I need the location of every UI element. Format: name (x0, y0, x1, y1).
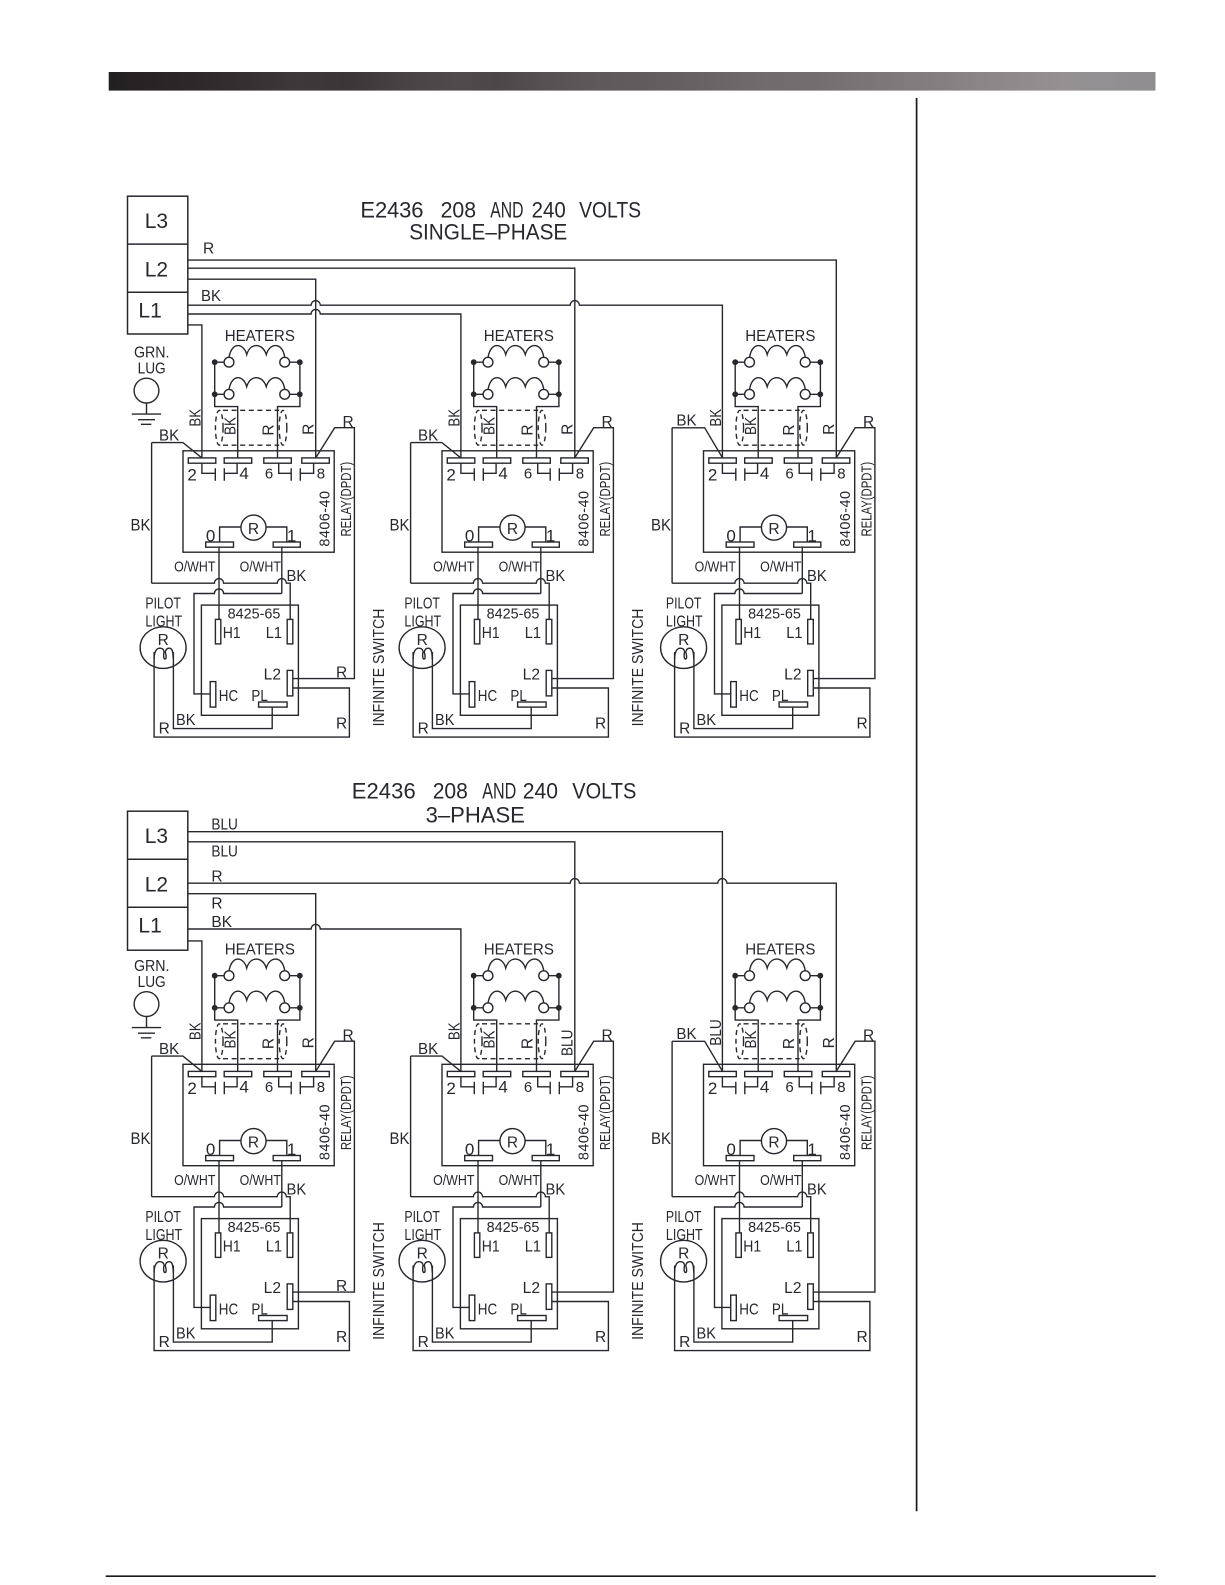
svg-text:BLU: BLU (211, 844, 238, 861)
svg-text:R: R (821, 1037, 838, 1048)
svg-text:VOLTS: VOLTS (572, 779, 636, 804)
svg-text:SINGLE–PHASE: SINGLE–PHASE (409, 220, 567, 245)
svg-text:BK: BK (446, 408, 463, 426)
svg-text:AND: AND (482, 779, 516, 804)
svg-text:E2436: E2436 (360, 197, 423, 222)
svg-text:R: R (211, 895, 222, 912)
svg-text:R: R (559, 424, 576, 435)
svg-text:L2: L2 (145, 258, 168, 281)
svg-text:L3: L3 (145, 210, 168, 233)
svg-text:208: 208 (433, 779, 468, 804)
svg-text:BK: BK (187, 1022, 204, 1040)
svg-text:BK: BK (446, 1022, 463, 1040)
svg-text:INFINITE SWITCH: INFINITE SWITCH (371, 609, 388, 727)
svg-text:L3: L3 (145, 825, 168, 848)
svg-text:208: 208 (441, 197, 477, 222)
svg-text:R: R (300, 424, 317, 435)
svg-text:R: R (300, 1037, 317, 1048)
svg-text:R: R (203, 241, 214, 258)
svg-text:INFINITE SWITCH: INFINITE SWITCH (630, 609, 647, 727)
svg-text:R: R (211, 868, 222, 885)
svg-text:INFINITE SWITCH: INFINITE SWITCH (371, 1222, 388, 1340)
svg-text:L1: L1 (138, 915, 161, 938)
svg-text:E2436: E2436 (352, 779, 416, 804)
svg-text:BK: BK (211, 914, 232, 931)
svg-text:240: 240 (523, 779, 558, 804)
svg-text:BK: BK (187, 408, 204, 426)
svg-text:L1: L1 (138, 300, 161, 323)
svg-text:R: R (821, 424, 838, 435)
svg-text:3–PHASE: 3–PHASE (426, 802, 525, 827)
svg-text:BLU: BLU (559, 1030, 576, 1057)
svg-text:BK: BK (708, 408, 725, 426)
svg-text:240: 240 (532, 197, 566, 222)
svg-text:R: R (336, 1278, 347, 1295)
svg-text:BK: BK (201, 288, 221, 305)
svg-text:AND: AND (490, 197, 523, 222)
svg-text:R: R (336, 665, 347, 682)
svg-text:L2: L2 (145, 873, 168, 896)
svg-text:BLU: BLU (708, 1019, 725, 1046)
svg-text:BLU: BLU (211, 817, 238, 834)
svg-text:VOLTS: VOLTS (579, 197, 641, 222)
svg-text:INFINITE SWITCH: INFINITE SWITCH (630, 1222, 647, 1340)
